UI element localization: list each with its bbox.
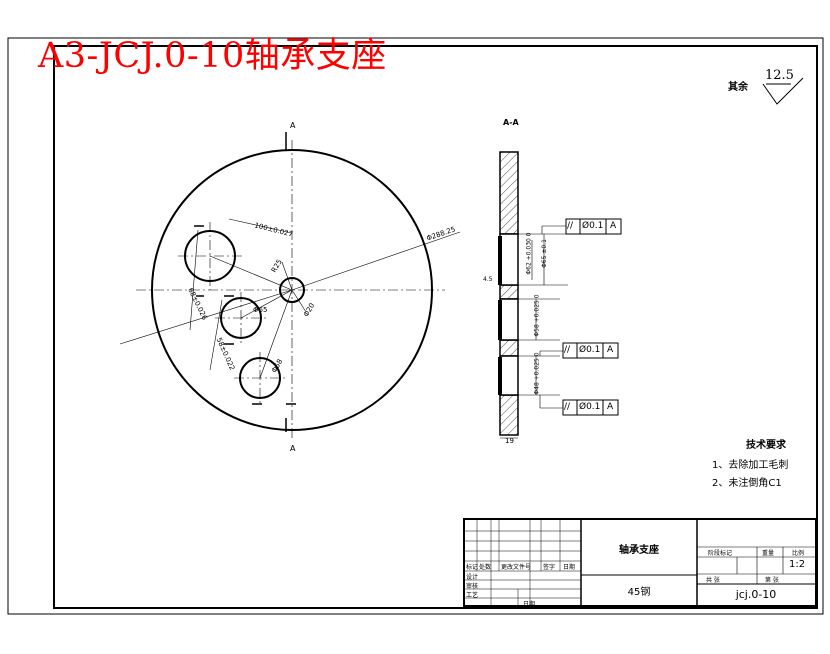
section-view-label: A-A (503, 118, 519, 127)
tb-weight: 重量 (762, 550, 775, 557)
section-hatch-mid1 (499, 284, 519, 300)
section-marker-top: A (290, 121, 296, 130)
tb-col-count: 处数 (479, 564, 492, 571)
section-marker-bottom: A (290, 444, 296, 453)
tech-requirement-2: 2、未注倒角C1 (712, 478, 782, 489)
tb-col-mark: 标记 (466, 564, 479, 571)
section-bore-1 (499, 233, 519, 286)
tb-scale-label: 比例 (792, 550, 805, 557)
section-hatch-mid2 (499, 339, 519, 357)
tolerance-frames (562, 218, 622, 416)
tol-1-value: Ø0.1 (582, 221, 604, 231)
tb-approve: 日期 (523, 601, 536, 608)
drawing-title: A3-JCJ.0-10轴承支座 (38, 36, 387, 76)
dim-step: 4.5 (483, 276, 493, 283)
tol-2-datum: A (607, 345, 614, 355)
tb-col-change: 更改文件号 (501, 564, 532, 571)
dim-bore-3: Φ48 +0.025 0 (533, 352, 541, 395)
tb-sheet-total: 共 张 (706, 577, 720, 584)
tol-2-symbol: // (564, 345, 571, 355)
roughness-label: 其余 (728, 82, 748, 93)
tb-row-process: 工艺 (466, 592, 479, 599)
dim-thickness: 19 (505, 437, 514, 445)
tol-3-datum: A (607, 402, 614, 412)
tb-sheet-num: 第 张 (765, 577, 779, 584)
section-view (498, 151, 568, 439)
inner-frame (53, 45, 818, 609)
tol-1-symbol: // (567, 221, 574, 231)
tol-3-value: Ø0.1 (579, 402, 601, 412)
roughness-value: 12.5 (765, 68, 794, 83)
section-bore-2 (499, 298, 519, 341)
tech-requirements-heading: 技术要求 (746, 440, 786, 451)
tb-stage: 阶段标记 (708, 550, 733, 557)
tb-row-review: 审核 (466, 583, 479, 590)
material: 45钢 (627, 587, 651, 598)
dim-hole-1: Φ65 (253, 306, 268, 314)
dim-bore-2: Φ58 +0.025 0 (533, 294, 541, 337)
dim-bore-1: Φ62 +0.030 0 (525, 232, 533, 275)
section-hatch-top (499, 151, 519, 235)
tech-requirement-1: 1、去除加工毛刺 (712, 460, 789, 471)
tb-col-date: 日期 (563, 564, 576, 571)
tb-col-sign: 签字 (543, 564, 556, 571)
scale-value: 1:2 (789, 559, 806, 570)
title-block-lines (463, 518, 817, 607)
outer-border (7, 37, 824, 615)
roughness-symbol (762, 77, 804, 105)
front-view (119, 132, 461, 440)
part-name: 轴承支座 (619, 545, 659, 556)
tol-1-datum: A (610, 221, 617, 231)
section-hatch-bottom (499, 394, 519, 436)
section-bore-3 (499, 355, 519, 396)
drawing-number: jcj.0-10 (735, 588, 777, 601)
tol-3-symbol: // (564, 402, 571, 412)
tb-row-design: 设计 (466, 574, 479, 581)
tol-2-value: Ø0.1 (579, 345, 601, 355)
dim-bore-1b: Φ65 ±0.1 (540, 239, 548, 268)
